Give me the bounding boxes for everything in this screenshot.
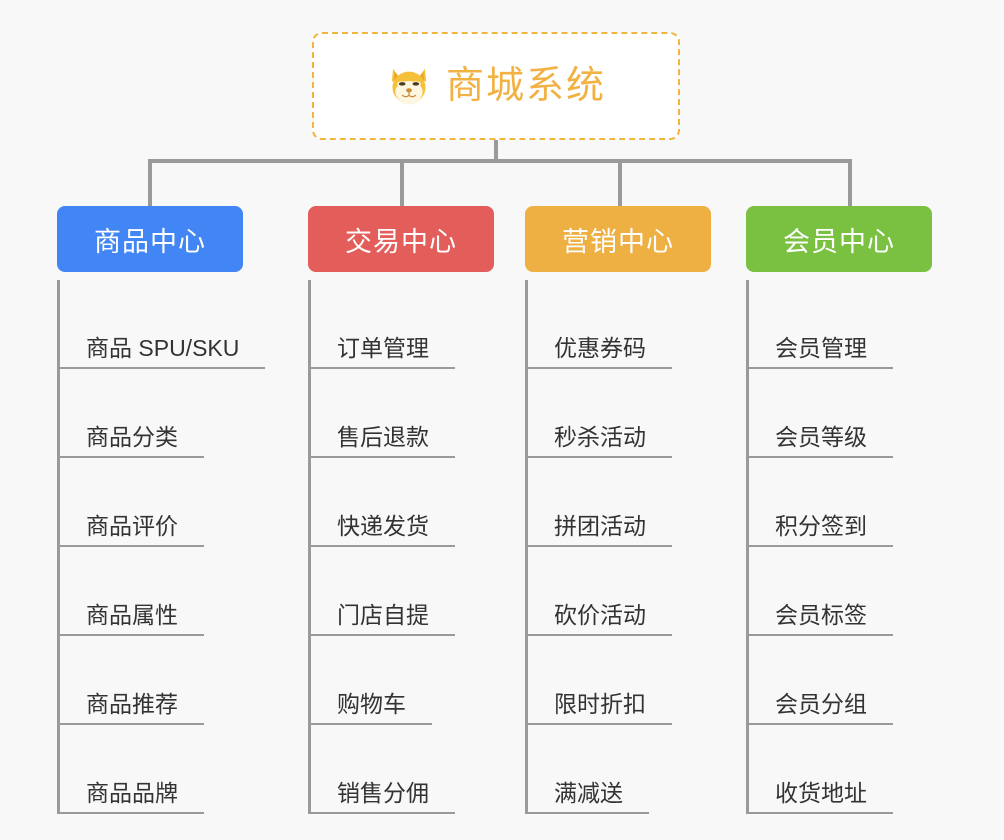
leaf-label: 商品属性: [60, 602, 204, 636]
leaf-list-1: 商品 SPU/SKU 商品分类 商品评价 商品属性 商品推荐 商品品牌: [57, 280, 287, 814]
leaf-label: 满减送: [528, 780, 649, 814]
leaf-label: 售后退款: [311, 424, 455, 458]
list-item[interactable]: 订单管理: [311, 280, 533, 369]
leaf-label: 会员标签: [749, 602, 893, 636]
leaf-label: 积分签到: [749, 513, 893, 547]
list-item[interactable]: 收货地址: [749, 725, 971, 814]
connector-drop-1: [148, 159, 152, 206]
list-item[interactable]: 商品属性: [60, 547, 287, 636]
root-title: 商城系统: [445, 65, 606, 107]
branch-column-3: 营销中心 优惠券码 秒杀活动 拼团活动 砍价活动 限时折扣 满减送: [525, 206, 750, 814]
list-item[interactable]: 会员管理: [749, 280, 971, 369]
leaf-label: 订单管理: [311, 335, 455, 369]
connector-drop-2: [400, 159, 404, 206]
list-item[interactable]: 秒杀活动: [528, 369, 750, 458]
leaf-label: 会员管理: [749, 335, 893, 369]
list-item[interactable]: 会员分组: [749, 636, 971, 725]
list-item[interactable]: 销售分佣: [311, 725, 533, 814]
leaf-label: 快递发货: [311, 513, 455, 547]
list-item[interactable]: 满减送: [528, 725, 750, 814]
leaf-list-3: 优惠券码 秒杀活动 拼团活动 砍价活动 限时折扣 满减送: [525, 280, 750, 814]
branch-column-4: 会员中心 会员管理 会员等级 积分签到 会员标签 会员分组 收货地址: [746, 206, 971, 814]
leaf-label: 拼团活动: [528, 513, 672, 547]
leaf-label: 商品品牌: [60, 780, 204, 814]
leaf-label: 会员分组: [749, 691, 893, 725]
shiba-dog-icon: [386, 63, 432, 109]
category-header-1[interactable]: 商品中心: [57, 206, 243, 272]
list-item[interactable]: 商品 SPU/SKU: [60, 280, 287, 369]
leaf-label: 购物车: [311, 691, 432, 725]
leaf-label: 销售分佣: [311, 780, 455, 814]
root-node[interactable]: 商城系统: [312, 32, 680, 140]
list-item[interactable]: 限时折扣: [528, 636, 750, 725]
leaf-label: 优惠券码: [528, 335, 672, 369]
leaf-label: 收货地址: [749, 780, 893, 814]
leaf-label: 门店自提: [311, 602, 455, 636]
leaf-list-2: 订单管理 售后退款 快递发货 门店自提 购物车 销售分佣: [308, 280, 533, 814]
branch-column-2: 交易中心 订单管理 售后退款 快递发货 门店自提 购物车 销售分佣: [308, 206, 533, 814]
list-item[interactable]: 优惠券码: [528, 280, 750, 369]
connector-horizontal-bar: [148, 159, 852, 163]
leaf-label: 会员等级: [749, 424, 893, 458]
list-item[interactable]: 商品分类: [60, 369, 287, 458]
list-item[interactable]: 售后退款: [311, 369, 533, 458]
connector-drop-3: [618, 159, 622, 206]
list-item[interactable]: 商品评价: [60, 458, 287, 547]
leaf-label: 砍价活动: [528, 602, 672, 636]
list-item[interactable]: 拼团活动: [528, 458, 750, 547]
leaf-list-4: 会员管理 会员等级 积分签到 会员标签 会员分组 收货地址: [746, 280, 971, 814]
leaf-label: 商品 SPU/SKU: [60, 335, 266, 369]
category-header-4[interactable]: 会员中心: [746, 206, 932, 272]
category-header-3[interactable]: 营销中心: [525, 206, 711, 272]
connector-root-stem: [494, 140, 498, 162]
leaf-label: 商品推荐: [60, 691, 204, 725]
list-item[interactable]: 快递发货: [311, 458, 533, 547]
connector-drop-4: [848, 159, 852, 206]
leaf-label: 商品分类: [60, 424, 204, 458]
list-item[interactable]: 会员标签: [749, 547, 971, 636]
list-item[interactable]: 会员等级: [749, 369, 971, 458]
list-item[interactable]: 商品推荐: [60, 636, 287, 725]
list-item[interactable]: 积分签到: [749, 458, 971, 547]
leaf-label: 限时折扣: [528, 691, 672, 725]
leaf-label: 商品评价: [60, 513, 204, 547]
category-header-2[interactable]: 交易中心: [308, 206, 494, 272]
list-item[interactable]: 购物车: [311, 636, 533, 725]
list-item[interactable]: 商品品牌: [60, 725, 287, 814]
list-item[interactable]: 门店自提: [311, 547, 533, 636]
leaf-label: 秒杀活动: [528, 424, 672, 458]
branch-column-1: 商品中心 商品 SPU/SKU 商品分类 商品评价 商品属性 商品推荐 商品品牌: [57, 206, 287, 814]
list-item[interactable]: 砍价活动: [528, 547, 750, 636]
